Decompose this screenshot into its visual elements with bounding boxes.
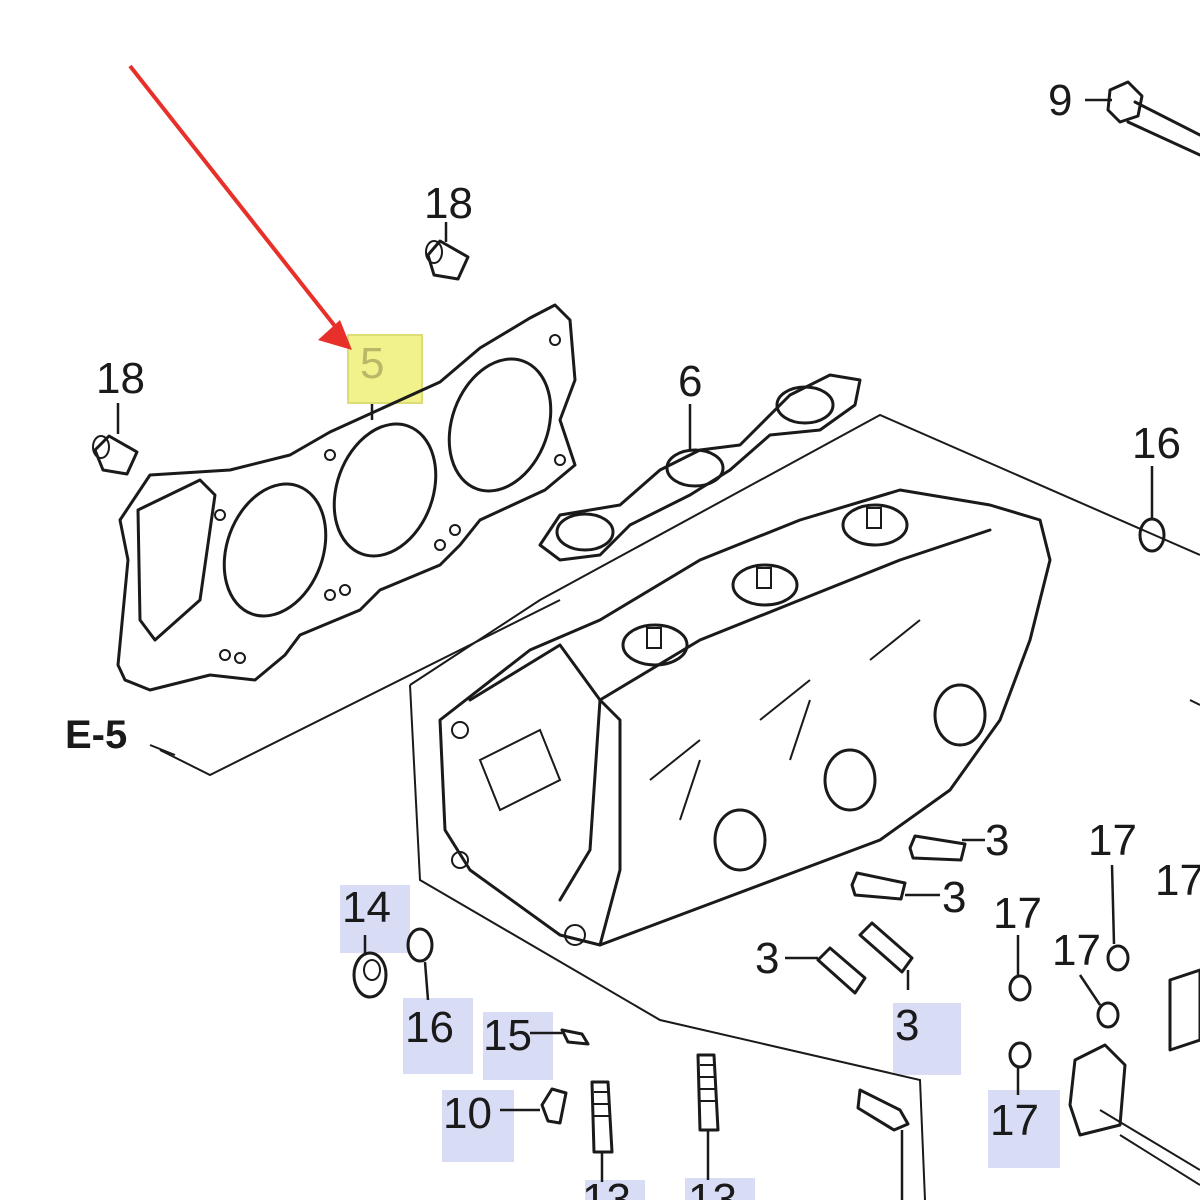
cylinder-head[interactable] xyxy=(438,488,1052,947)
callout-18-upper: 18 xyxy=(424,179,473,228)
dowel-3b[interactable] xyxy=(850,871,907,901)
callout-17-e: 17 xyxy=(990,1096,1039,1145)
right-edge-part xyxy=(1068,968,1200,1137)
callout-3-b: 3 xyxy=(942,873,966,922)
cap-17c[interactable] xyxy=(1096,1001,1120,1029)
callout-17-b: 17 xyxy=(1155,856,1200,905)
callout-3-d: 3 xyxy=(895,1001,919,1050)
callout-3-a: 3 xyxy=(985,816,1009,865)
highlight-14 xyxy=(340,885,410,953)
callout-17-a: 17 xyxy=(1088,816,1137,865)
callout-13-right: 13 xyxy=(688,1175,737,1200)
highlight-13a xyxy=(585,1180,645,1200)
highlight-15 xyxy=(483,1012,553,1080)
highlight-13b xyxy=(685,1178,755,1200)
callout-16-right: 16 xyxy=(1132,419,1181,468)
callout-5[interactable]: 5 xyxy=(360,339,384,388)
bolt-10[interactable] xyxy=(540,1087,568,1125)
selected-part-highlight xyxy=(347,334,423,404)
callout-14: 14 xyxy=(342,883,391,932)
dowel-18-left[interactable] xyxy=(92,434,139,476)
cap-14[interactable] xyxy=(352,951,388,999)
ref-e5: E-5 xyxy=(65,713,127,757)
callout-6: 6 xyxy=(678,357,702,406)
callout-18-left: 18 xyxy=(96,354,145,403)
dowel-3c[interactable] xyxy=(816,946,867,995)
callout-3-c: 3 xyxy=(755,934,779,983)
cylinder-head-panel xyxy=(409,413,1200,686)
right-edge-lines xyxy=(1099,699,1200,1186)
stud-13a[interactable] xyxy=(590,1080,614,1154)
highlight-17 xyxy=(988,1090,1060,1168)
red-arrow xyxy=(128,64,352,350)
cap-17b[interactable] xyxy=(1008,974,1032,1002)
callout-17-c: 17 xyxy=(993,889,1042,938)
cap-17a[interactable] xyxy=(1106,944,1130,972)
callout-9: 9 xyxy=(1048,76,1072,125)
gasket-panel xyxy=(159,599,561,777)
bolt-lower[interactable] xyxy=(856,1088,910,1200)
callout-17-d: 17 xyxy=(1052,926,1101,975)
highlight-16 xyxy=(403,998,473,1074)
callout-15: 15 xyxy=(483,1011,532,1060)
bolt-9[interactable] xyxy=(1106,80,1200,157)
stud-13b[interactable] xyxy=(696,1053,720,1132)
highlight-10 xyxy=(442,1090,514,1162)
panel-left-edge xyxy=(409,684,926,1200)
ref-e5-leader xyxy=(149,744,176,756)
head-gasket-5[interactable] xyxy=(116,303,577,692)
cap-17d[interactable] xyxy=(1008,1041,1032,1069)
callout-10: 10 xyxy=(443,1089,492,1138)
intake-gasket-6[interactable] xyxy=(538,373,862,562)
callout-13-left: 13 xyxy=(582,1175,631,1200)
dowel-18-upper[interactable] xyxy=(425,239,470,281)
plug-15[interactable] xyxy=(560,1028,590,1046)
callout-16-left: 16 xyxy=(405,1003,454,1052)
dowel-3a[interactable] xyxy=(908,834,967,862)
washer-16-left[interactable] xyxy=(406,927,434,963)
highlight-3 xyxy=(893,1003,961,1075)
dowel-3d[interactable] xyxy=(858,921,914,974)
